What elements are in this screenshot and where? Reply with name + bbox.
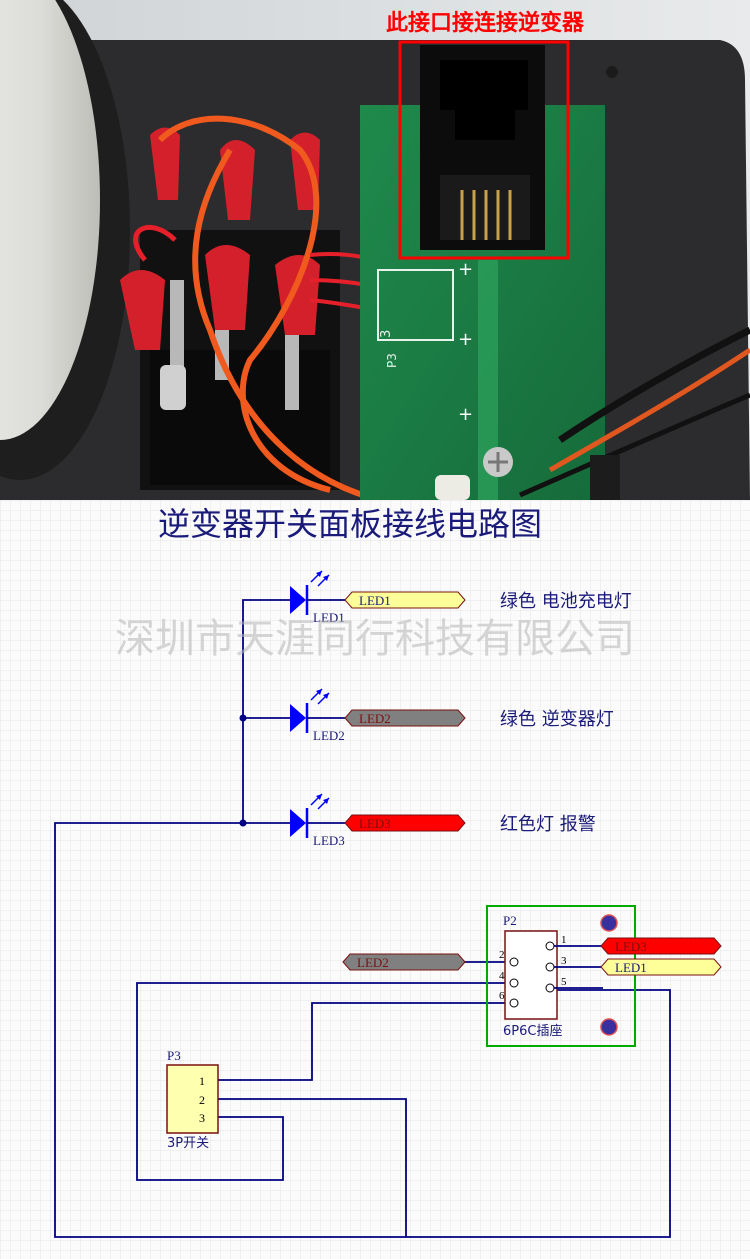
led-ref: LED1 <box>313 610 345 625</box>
rj-jack-pins <box>460 190 512 240</box>
red-terminal <box>120 270 165 350</box>
pcb-trace <box>478 260 498 500</box>
pcb-silkscreen-box <box>377 269 454 341</box>
led-description: 绿色 电池充电灯 <box>500 591 632 612</box>
p3-ref: P3 <box>167 1048 181 1063</box>
p2-pin-number: 1 <box>561 934 567 946</box>
led-description: 红色灯 报警 <box>500 814 596 835</box>
schematic-title: 逆变器开关面板接线电路图 <box>158 505 542 543</box>
led-diode-icon <box>290 586 306 614</box>
orange-wire <box>192 148 381 500</box>
cable-connector <box>590 455 620 500</box>
p3-body <box>166 1064 219 1134</box>
red-terminal <box>150 127 180 200</box>
p3-pin2-wire <box>218 1098 407 1237</box>
led-ref: LED3 <box>313 833 345 848</box>
led-net-flag-label: LED1 <box>359 593 391 608</box>
p2-right-net-flag-label: LED1 <box>615 960 647 975</box>
rj-jack-opening <box>440 60 528 140</box>
red-wire <box>133 224 177 262</box>
led-diode-icon <box>290 704 306 732</box>
p2-pin-number: 6 <box>499 990 505 1002</box>
junction-dot <box>239 714 247 722</box>
black-cable <box>558 326 750 443</box>
p2-label: 6P6C插座 <box>503 1024 562 1039</box>
p2-left-net-flag-label: LED2 <box>357 955 389 970</box>
photo-annotation: 此接口接连接逆变器 <box>386 10 585 36</box>
p3-pin-number: 1 <box>199 1074 205 1088</box>
led-light-arrow-head <box>316 571 322 577</box>
led-net-flag-label: LED2 <box>359 711 391 726</box>
rotary-knob <box>0 0 100 440</box>
p2-pin-number: 5 <box>561 976 567 988</box>
p3-pin-number: 3 <box>199 1111 205 1125</box>
pcb-plus-mark: + <box>458 329 473 350</box>
led-light-arrow-head <box>323 693 329 699</box>
highlight-box <box>398 40 570 260</box>
led-ref: LED2 <box>313 728 345 743</box>
mounting-hole <box>600 1018 618 1036</box>
pcb-pin-marker: 3 <box>379 330 394 338</box>
panel-screw-hole <box>606 66 618 78</box>
switch-pin <box>170 280 184 370</box>
led-net-flag <box>344 814 466 832</box>
watermark: 深圳市天涯同行科技有限公司 <box>115 616 635 662</box>
p2-pin4-to-p3-pin3 <box>136 982 513 1181</box>
p2-right-net-flag-label: LED3 <box>615 939 647 954</box>
junction-dot <box>239 819 247 827</box>
led-net-flag <box>344 709 466 727</box>
pcb-plus-mark: + <box>458 404 473 425</box>
p2-right-net-flag <box>600 958 722 976</box>
switch-pin <box>160 365 186 410</box>
orange-cable <box>548 347 750 473</box>
p2-pin-number: 4 <box>499 970 505 982</box>
schematic-grid <box>0 500 750 1259</box>
p2-board-outline <box>486 905 636 1047</box>
led-light-arrow-head <box>316 689 322 695</box>
p3-label: 3P开关 <box>167 1136 209 1151</box>
p2-pin-number: 3 <box>561 955 567 967</box>
p3-pin-number: 2 <box>199 1093 205 1107</box>
pcb-label: P3 <box>385 353 399 368</box>
pcb-plus-mark: + <box>458 259 473 280</box>
led-light-arrow-head <box>323 798 329 804</box>
p2-left-net-flag <box>342 953 466 971</box>
led-diode-icon <box>290 809 306 837</box>
p2-pin-number: 2 <box>499 949 505 961</box>
screw-slot <box>488 452 508 472</box>
led-light-arrow-head <box>316 794 322 800</box>
schematic-wires <box>54 599 671 1238</box>
p2-pin6-to-p3-pin1 <box>218 1002 513 1081</box>
led-description: 绿色 逆变器灯 <box>500 709 614 730</box>
p2-pin-leads <box>554 945 603 989</box>
mounting-hole <box>600 914 618 932</box>
red-terminal <box>290 132 320 210</box>
red-terminal <box>220 140 255 220</box>
p2-right-net-flag <box>600 937 722 955</box>
led-light-arrow-head <box>323 575 329 581</box>
p2-pin-circles <box>509 941 555 1008</box>
outer-loop-wire <box>54 822 671 1238</box>
led-common-rail <box>242 599 290 823</box>
led-net-flag <box>344 591 466 609</box>
orange-wire <box>157 115 331 493</box>
red-terminal <box>205 245 250 330</box>
led-net-flag-label: LED3 <box>359 816 391 831</box>
black-cable <box>518 392 750 498</box>
panel-photo: 3 P3 + + + 此接口接连接逆变器 <box>0 0 750 500</box>
red-terminal <box>275 255 320 335</box>
p2-ref: P2 <box>503 913 517 928</box>
pcb-standoff <box>435 475 470 500</box>
